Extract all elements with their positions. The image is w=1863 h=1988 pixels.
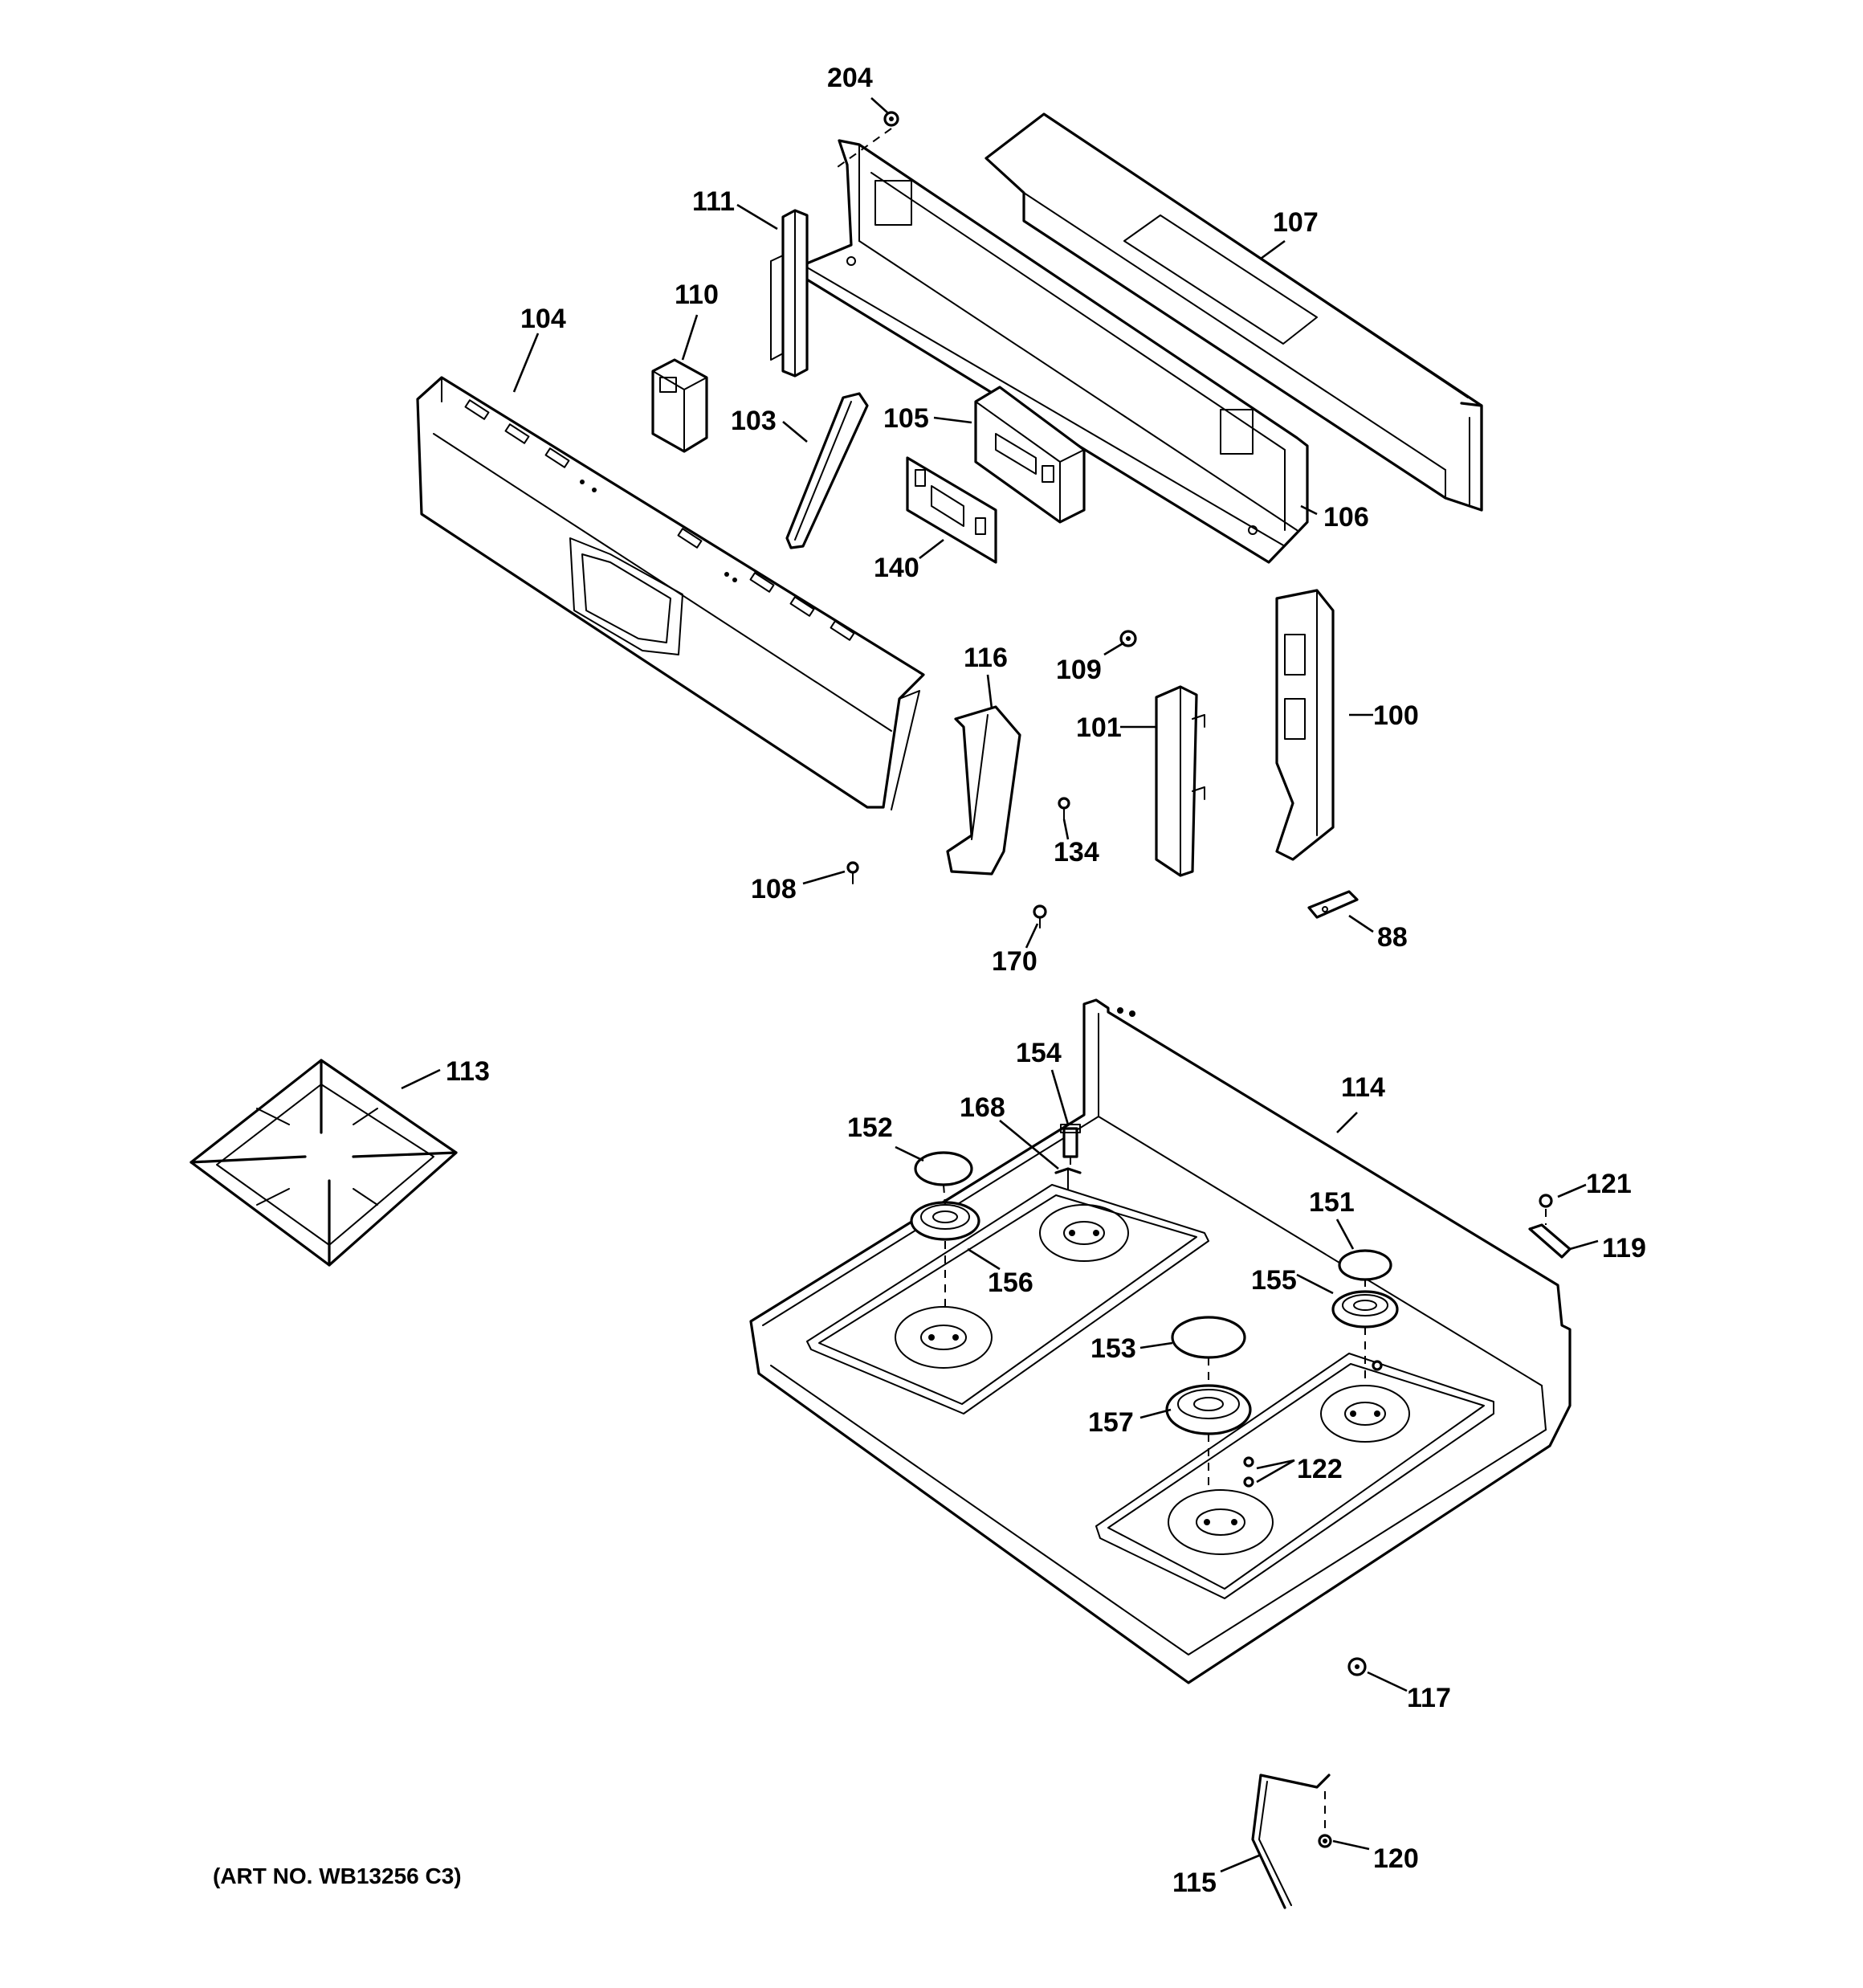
label-122: 122: [1297, 1454, 1343, 1484]
label-154: 154: [1016, 1038, 1062, 1068]
part-154-electrode: [1060, 1124, 1081, 1158]
part-120-screw: [1318, 1834, 1332, 1848]
part-105-clock-control: [974, 386, 1086, 524]
part-157-burner-head: [1165, 1384, 1252, 1435]
part-104-control-panel: [416, 376, 925, 810]
art-number: (ART NO. WB13256 C3): [213, 1863, 462, 1888]
label-119: 119: [1602, 1233, 1646, 1263]
fastener-134: [1058, 797, 1070, 820]
part-151-burner-cap: [1338, 1249, 1392, 1281]
leader-lines: [401, 97, 1599, 1873]
part-152-burner-cap: [914, 1151, 973, 1186]
fastener-108: [846, 861, 859, 884]
part-110-module: [651, 358, 708, 453]
fastener-204: [883, 111, 899, 127]
label-157: 157: [1088, 1407, 1134, 1438]
part-155-burner-head: [1331, 1290, 1399, 1329]
part-115-rod: [1251, 1774, 1331, 1909]
label-106: 106: [1323, 502, 1369, 533]
part-122-screws: [1243, 1360, 1383, 1488]
label-104: 104: [520, 304, 566, 334]
part-168-clip: [1054, 1167, 1082, 1190]
label-152: 152: [847, 1112, 893, 1143]
part-117-nut: [1347, 1657, 1367, 1676]
label-107: 107: [1273, 207, 1319, 238]
label-108: 108: [751, 874, 797, 904]
part-107-top-cover: [984, 112, 1483, 512]
part-116-end-cap: [946, 705, 1021, 876]
part-103-brace: [785, 392, 869, 549]
part-153-burner-cap: [1171, 1316, 1246, 1359]
label-114: 114: [1341, 1072, 1385, 1103]
label-110: 110: [675, 280, 719, 310]
fastener-109: [1119, 630, 1137, 647]
label-170: 170: [992, 946, 1037, 977]
label-153: 153: [1090, 1333, 1136, 1364]
part-119-bracket: [1528, 1223, 1572, 1259]
label-120: 120: [1373, 1843, 1419, 1874]
label-204: 204: [827, 63, 873, 93]
label-100: 100: [1373, 700, 1419, 731]
label-140: 140: [874, 553, 919, 583]
part-111-bracket: [770, 209, 809, 378]
label-115: 115: [1172, 1868, 1217, 1898]
part-101-bracket: [1155, 685, 1205, 877]
label-105: 105: [883, 403, 929, 434]
label-103: 103: [731, 406, 777, 436]
part-121-screw: [1539, 1194, 1553, 1208]
label-117: 117: [1407, 1683, 1451, 1713]
label-155: 155: [1251, 1265, 1297, 1296]
label-151: 151: [1309, 1187, 1355, 1218]
label-101: 101: [1076, 712, 1122, 743]
part-106-rear-panel: [801, 139, 1309, 564]
label-134: 134: [1054, 837, 1099, 867]
part-88-plate: [1307, 890, 1359, 919]
label-109: 109: [1056, 655, 1102, 685]
alignment-lines: [834, 128, 1547, 1835]
label-121: 121: [1586, 1169, 1632, 1199]
label-116: 116: [964, 643, 1008, 673]
part-114-cooktop: [749, 998, 1572, 1684]
label-168: 168: [960, 1092, 1005, 1123]
label-113: 113: [446, 1056, 490, 1087]
fastener-170: [1033, 904, 1047, 929]
part-labels: 204 107 111 110 104 103 105 106 140 116 …: [213, 63, 1646, 1898]
label-111: 111: [692, 186, 735, 217]
part-100-side-trim: [1275, 589, 1335, 861]
label-88: 88: [1377, 922, 1408, 953]
label-156: 156: [988, 1268, 1033, 1298]
part-156-burner-head: [910, 1201, 980, 1241]
part-140-overlay: [906, 456, 997, 564]
part-113-grate: [190, 1059, 458, 1267]
